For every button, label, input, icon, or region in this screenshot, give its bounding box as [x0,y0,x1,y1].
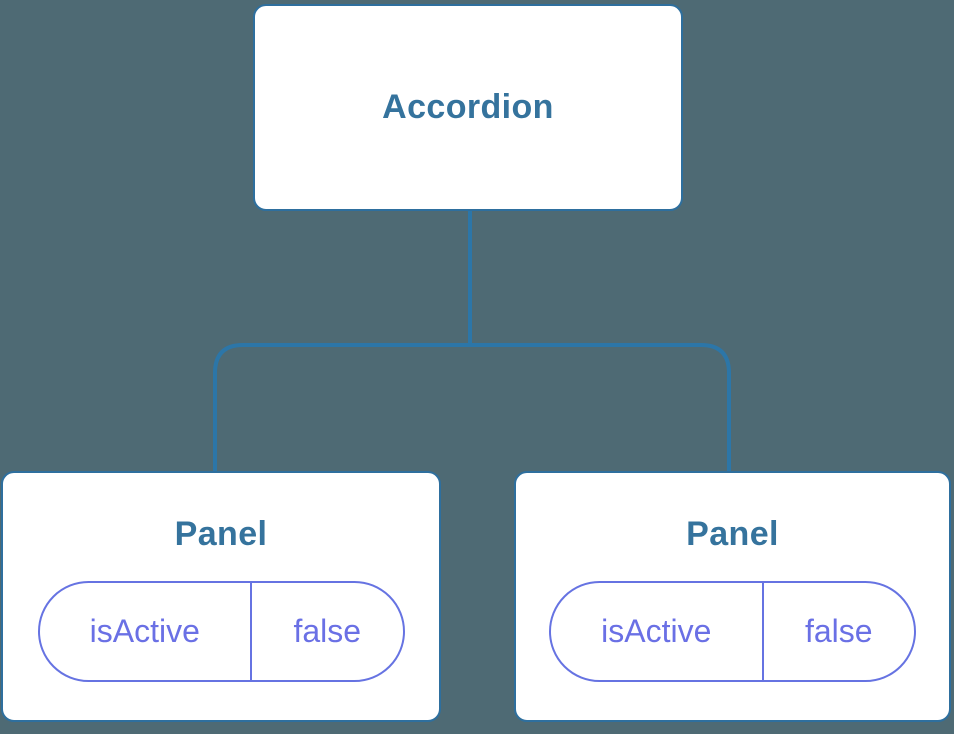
state-pill: isActive false [549,581,916,682]
state-value: false [804,613,873,649]
state-pill: isActive false [37,581,405,682]
state-value: false [293,613,362,649]
root-component-box: Accordion [253,4,683,211]
panel-component-box-2: Panel isActive false [514,471,951,722]
panel-component-label: Panel [686,515,779,553]
panel-component-label: Panel [174,515,268,553]
connector-bracket [213,343,731,474]
state-key: isActive [40,583,253,680]
root-component-label: Accordion [382,88,554,126]
panel-component-box-1: Panel isActive false [1,471,441,722]
state-key: isActive [551,583,764,680]
